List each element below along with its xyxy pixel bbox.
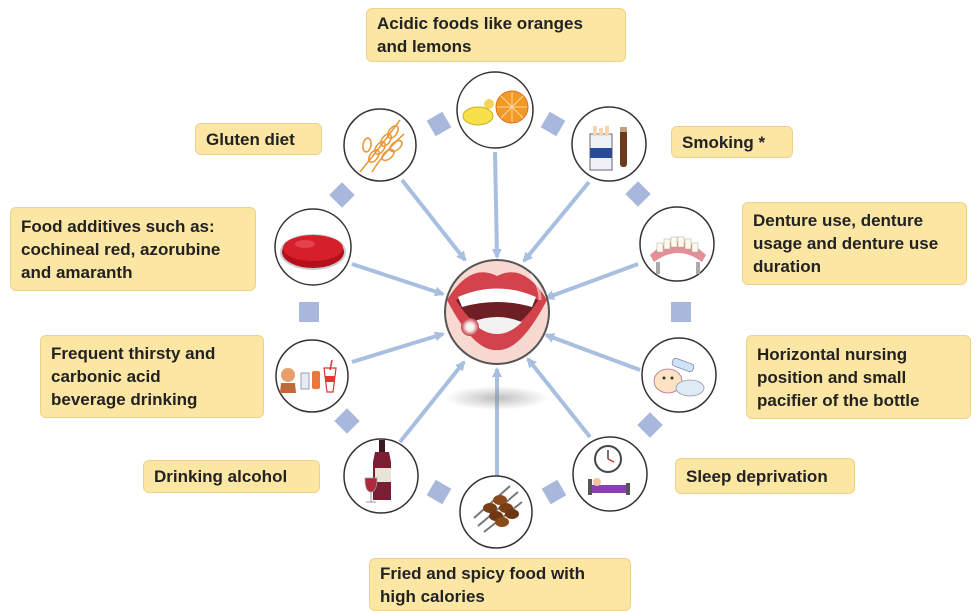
arrow-additives — [352, 264, 443, 294]
arrow-denture — [546, 264, 638, 298]
label-acidic: Acidic foods like oranges and lemons — [366, 8, 626, 62]
label-line: Frequent thirsty and — [51, 342, 253, 365]
label-line: high calories — [380, 585, 620, 608]
label-line: duration — [753, 255, 956, 278]
factor-circle-sleep — [573, 437, 647, 511]
label-line: position and small — [757, 366, 960, 389]
label-denture: Denture use, denture usage and denture u… — [742, 202, 967, 285]
label-gluten: Gluten diet — [195, 123, 322, 155]
arrow-gluten — [402, 180, 465, 260]
connector-square — [541, 112, 566, 137]
label-line: Sleep deprivation — [686, 465, 844, 488]
arrow-nursing — [546, 335, 640, 370]
factor-circle-additives — [275, 209, 351, 285]
connector-square — [427, 112, 452, 137]
connector-square — [542, 480, 567, 505]
label-line: Food additives such as: — [21, 215, 245, 238]
factor-circle-denture — [640, 207, 714, 281]
arrow-acidic — [495, 152, 497, 257]
red-dye-dish-icon — [281, 235, 345, 269]
connector-square — [329, 182, 354, 207]
connector-square — [625, 181, 650, 206]
center-shadow — [445, 386, 549, 410]
center-mouth — [445, 260, 549, 410]
label-line: Fried and spicy food with — [380, 562, 620, 585]
cigarette-pack-icon — [590, 126, 627, 170]
label-smoking: Smoking * — [671, 126, 793, 158]
label-fried: Fried and spicy food with high calories — [369, 558, 631, 611]
factor-circle-smoking — [572, 107, 646, 181]
label-line: Denture use, denture — [753, 209, 956, 232]
label-additives: Food additives such as: cochineal red, a… — [10, 207, 256, 291]
label-line: and lemons — [377, 35, 615, 58]
connector-square — [299, 302, 319, 322]
label-line: Smoking * — [682, 131, 782, 154]
label-line: Gluten diet — [206, 128, 311, 151]
connector-square — [671, 302, 691, 322]
connector-square — [637, 412, 662, 437]
factor-circle-nursing — [642, 338, 716, 412]
label-line: pacifier of the bottle — [757, 389, 960, 412]
label-line: cochineal red, azorubine — [21, 238, 245, 261]
label-line: and amaranth — [21, 261, 245, 284]
arrow-thirsty — [352, 334, 443, 362]
factor-circle-fried — [460, 476, 532, 548]
factor-circle-alcohol — [344, 439, 418, 513]
label-line: Acidic foods like oranges — [377, 12, 615, 35]
label-nursing: Horizontal nursing position and small pa… — [746, 335, 971, 419]
connector-square — [427, 480, 452, 505]
label-line: carbonic acid — [51, 365, 253, 388]
connector-square — [334, 408, 359, 433]
label-thirsty: Frequent thirsty and carbonic acid bever… — [40, 335, 264, 418]
label-line: Drinking alcohol — [154, 465, 309, 488]
label-line: beverage drinking — [51, 388, 253, 411]
label-alcohol: Drinking alcohol — [143, 460, 320, 493]
factor-circle-thirsty — [276, 340, 348, 412]
arrow-smoking — [524, 182, 589, 261]
label-line: Horizontal nursing — [757, 343, 960, 366]
label-sleep: Sleep deprivation — [675, 458, 855, 494]
factor-circle-acidic — [457, 72, 533, 148]
label-line: usage and denture use — [753, 232, 956, 255]
factor-circle-gluten — [344, 109, 416, 181]
